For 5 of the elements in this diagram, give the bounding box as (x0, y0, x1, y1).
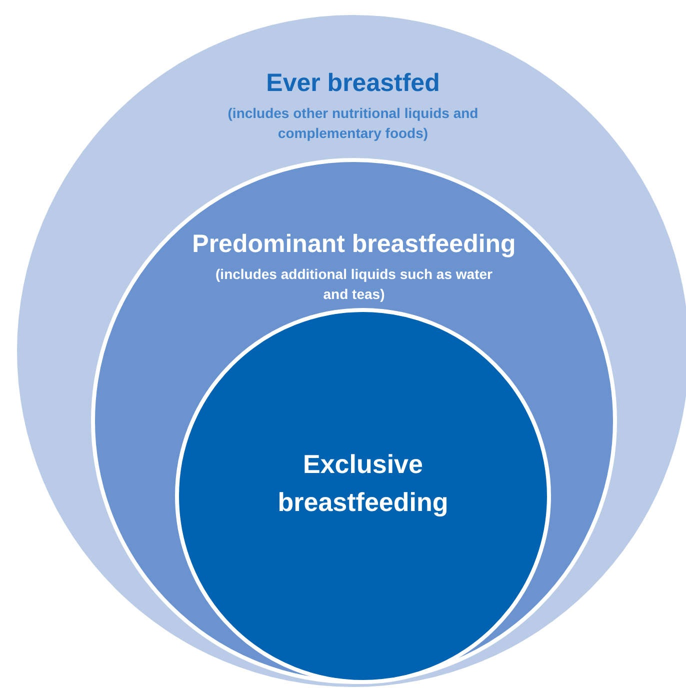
circle-title: Exclusive breastfeeding (276, 448, 450, 519)
circle-title: Predominant breastfeeding (192, 229, 516, 260)
circle-subtitle: (includes other nutritional liquids and complementary foods) (226, 104, 480, 143)
circle-title: Ever breastfed (266, 68, 440, 99)
circle-subtitle: (includes additional liquids such as water and teas) (214, 264, 494, 304)
